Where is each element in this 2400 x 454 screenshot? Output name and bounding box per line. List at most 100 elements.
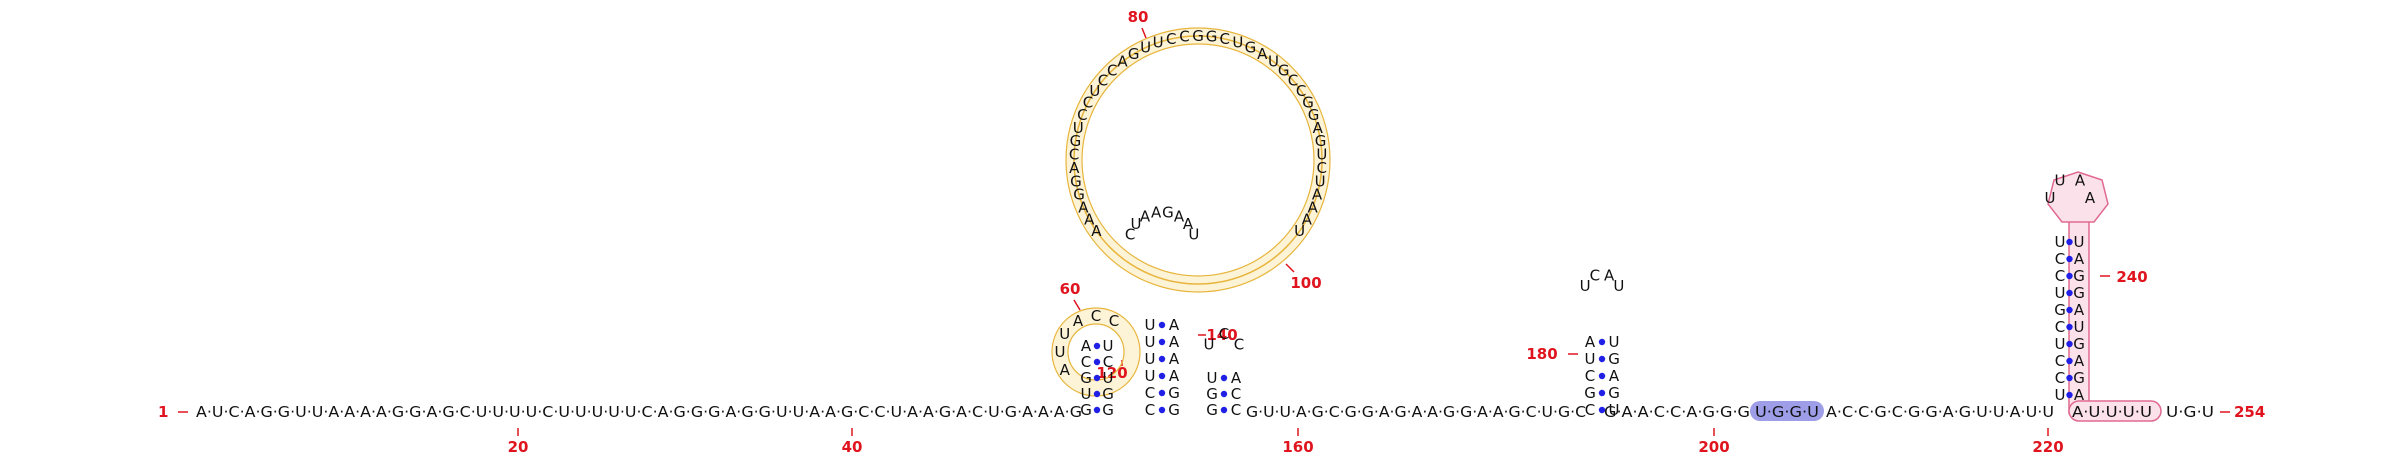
big-loop-nt-23: U <box>1232 34 1243 52</box>
hairpin-235-pair-4 <box>2066 323 2073 331</box>
number-label-240: 240 <box>2116 268 2147 286</box>
tick-100 <box>1285 263 1295 273</box>
center-stem-3p-0: G <box>1168 401 1180 419</box>
big-loop-nt-29: C <box>1296 82 1306 100</box>
hairpin-cap-nt-3: A <box>1151 204 1162 222</box>
big-loop-nt-9: C <box>1077 106 1087 124</box>
center-stem-5p-3: U <box>1145 350 1156 368</box>
left-helix-pair-4 <box>1093 342 1101 350</box>
blue-segment-highlight <box>1750 401 1824 421</box>
hairpin-235-3p-0: A <box>2074 386 2085 404</box>
hairpin-235-pair-9 <box>2066 238 2073 246</box>
hairpin-cap-nt-0: C <box>1125 225 1135 243</box>
big-loop-nt-0: A <box>1091 222 1102 240</box>
tick-80 <box>1141 27 1147 39</box>
big-loop-nt-25: A <box>1257 45 1268 63</box>
big-loop-nt-13: C <box>1107 61 1117 79</box>
start-number-label: 1 <box>158 403 168 421</box>
small-loop-60-nt-1: U <box>1055 343 1066 361</box>
hairpin-140-pair-2 <box>1220 374 1228 382</box>
big-loop-nt-35: C <box>1316 159 1326 177</box>
number-label-40: 40 <box>842 438 863 454</box>
hairpin-140-loop-nt-2: C <box>1234 336 1244 354</box>
center-stem-pair-3 <box>1158 355 1166 363</box>
number-label-140: 140 <box>1206 326 1237 344</box>
small-loop-60-nt-3: A <box>1073 312 1084 330</box>
center-stem-3p-3: A <box>1169 350 1180 368</box>
big-loop-nt-20: G <box>1192 27 1204 45</box>
center-stem-5p-5: U <box>1145 316 1156 334</box>
small-loop-60-nt-0: A <box>1060 361 1071 379</box>
hairpin-185-5p-0: C <box>1585 401 1595 419</box>
hairpin-140-pair-1 <box>1220 390 1228 398</box>
hairpin-235-5p-0: U <box>2055 386 2066 404</box>
hairpin-235-pair-3 <box>2066 340 2073 348</box>
hairpin-235-loop-nt-3: A <box>2085 189 2096 207</box>
hairpin-235-loop-nt-0: U <box>2045 189 2056 207</box>
hairpin-235-5p-3: U <box>2055 335 2066 353</box>
big-loop-nt-26: U <box>1268 53 1279 71</box>
left-helix-pair-2 <box>1093 374 1101 382</box>
big-loop-nt-38: A <box>1307 199 1318 217</box>
hairpin-140-loop-nt-1: C <box>1219 325 1229 343</box>
hairpin-235-pair-1 <box>2066 374 2073 382</box>
hairpin-185-pair-1 <box>1598 389 1606 397</box>
left-helix-3p-2: U <box>1103 369 1114 387</box>
center-stem-5p-2: U <box>1145 367 1156 385</box>
big-loop-nt-32: A <box>1313 119 1324 137</box>
position-labels: 20 40 60 80 100 120 140 160 180 200 220 … <box>508 8 2148 454</box>
left-helix-3p-1: G <box>1102 385 1114 403</box>
big-loop-nt-28: C <box>1288 71 1298 89</box>
backbone-segment-left: A·U·C·A·G·G·U·U·A·A·A·A·G·G·A·G·C·U·U·U·… <box>196 403 1082 421</box>
big-loop-nt-11: U <box>1089 82 1100 100</box>
hairpin-235-5p-4: C <box>2055 318 2065 336</box>
big-loop-nt-8: U <box>1073 119 1084 137</box>
hairpin-235-3p-8: A <box>2074 250 2085 268</box>
hairpin-185-pair-0 <box>1598 406 1606 414</box>
big-loop-nt-7: G <box>1070 132 1082 150</box>
hairpin-185-loop-nt-3: U <box>1613 277 1624 295</box>
big-loop-nt-14: A <box>1117 53 1128 71</box>
backbone: 1 A·U·C·A·G·G·U·U·A·A·A·A·G·G·A·G·C·U·U·… <box>158 403 2265 421</box>
left-helix-5p-4: A <box>1081 337 1092 355</box>
big-loop-nt-15: G <box>1128 45 1140 63</box>
hairpin-235-pair-0 <box>2066 391 2073 399</box>
hairpin-140-5p-0: G <box>1206 401 1218 419</box>
hairpin-185-loop-nt-1: C <box>1590 267 1600 285</box>
center-stem-3p-4: A <box>1169 333 1180 351</box>
hairpin-cap-nt-5: A <box>1174 208 1185 226</box>
big-loop-nt-1: A <box>1084 211 1095 229</box>
center-stem-pair-5 <box>1158 321 1166 329</box>
hairpin-185-3p-1: G <box>1608 384 1620 402</box>
left-helix-pair-0 <box>1093 406 1101 414</box>
big-loop-nt-30: G <box>1302 94 1314 112</box>
hairpin-235-3p-9: U <box>2074 233 2085 251</box>
hairpin-cap-nt-6: A <box>1183 215 1194 233</box>
big-loop-nt-4: G <box>1070 173 1082 191</box>
big-loop-nt-31: G <box>1308 106 1320 124</box>
highlighted-segment-pink-tail: A·U·U·U·U <box>2072 403 2152 421</box>
hairpin-185-3p-3: G <box>1608 350 1620 368</box>
center-stem-pair-2 <box>1158 372 1166 380</box>
left-helix-5p-3: C <box>1081 353 1091 371</box>
backbone-segment-right-a: G·A·A·C·C·A·G·G·G <box>1604 403 1750 421</box>
big-loop-nt-39: A <box>1302 211 1313 229</box>
hairpin-235-3p-5: A <box>2074 301 2085 319</box>
hairpin-235-3p-2: A <box>2074 352 2085 370</box>
hairpin-185-5p-1: G <box>1584 384 1596 402</box>
number-label-100: 100 <box>1290 274 1321 292</box>
center-stem-5p-1: C <box>1145 384 1155 402</box>
hairpin-185-5p-4: A <box>1585 333 1596 351</box>
big-loop-nt-34: U <box>1316 146 1327 164</box>
small-loop-60-nt-2: U <box>1059 325 1070 343</box>
hairpin-140-3p-1: C <box>1231 385 1241 403</box>
big-loop-nt-5: A <box>1069 159 1080 177</box>
big-loop-nt-12: C <box>1098 71 1108 89</box>
end-number-label: 254 <box>2234 403 2265 421</box>
small-loop-highlight <box>1052 308 1140 396</box>
backbone-segment-right-b: A·C·C·G·C·G·G·A·G·U·U·A·U·U <box>1826 403 2054 421</box>
left-helix-5p-2: G <box>1080 369 1092 387</box>
hairpin-185-loop-nt-0: U <box>1580 277 1591 295</box>
big-loop-nt-3: G <box>1073 186 1085 204</box>
